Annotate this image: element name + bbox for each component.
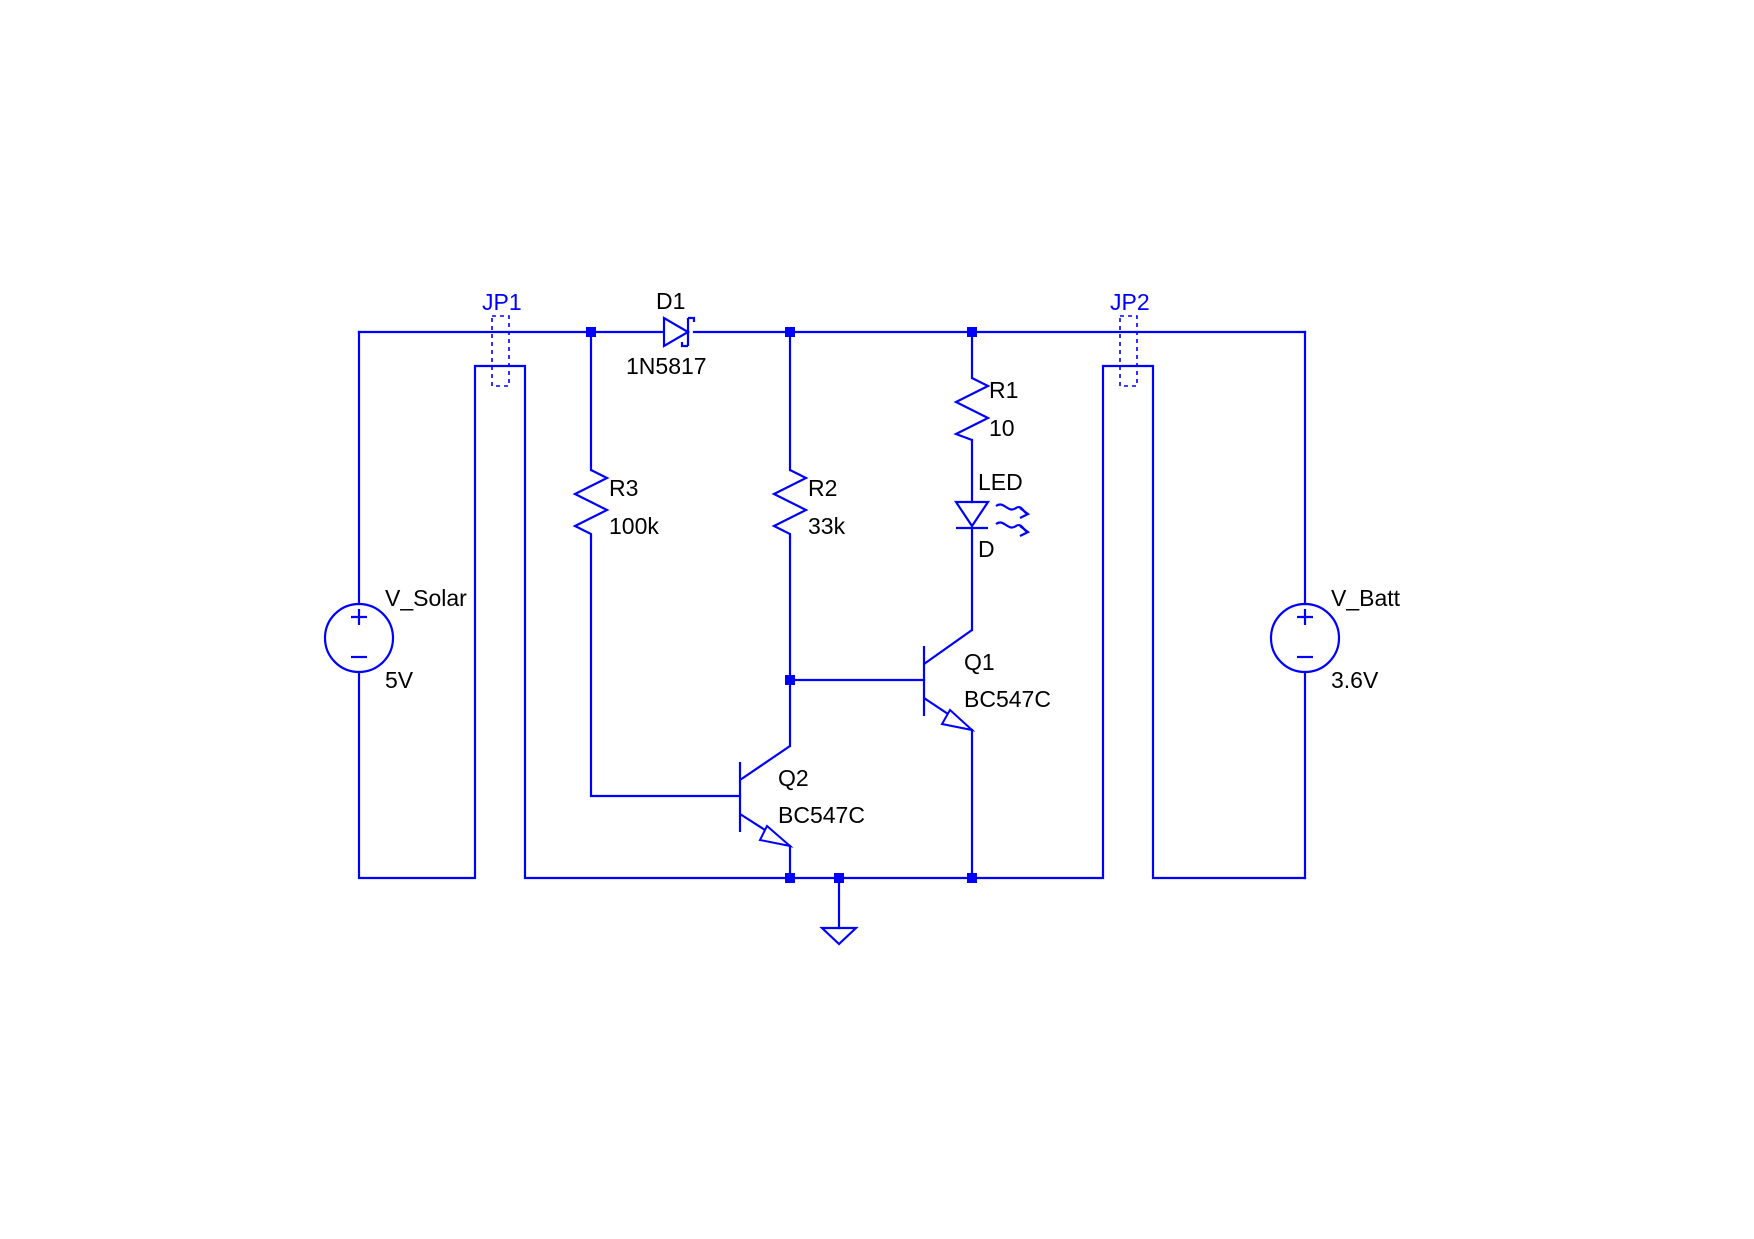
- jp2-jumper: [1119, 315, 1138, 387]
- junction-r1-top: [967, 327, 977, 337]
- junctions: [586, 327, 977, 883]
- led-triangle: [953, 500, 991, 528]
- junction-r2-top: [785, 327, 795, 337]
- r2-value: 33k: [808, 513, 846, 539]
- jp2-label: JP2: [1110, 289, 1150, 315]
- r3-value: 100k: [609, 513, 659, 539]
- d1-diode: [660, 316, 696, 348]
- v-batt-source: [1269, 602, 1341, 674]
- d1-bar: [680, 316, 696, 348]
- junction-q1-emitter: [967, 873, 977, 883]
- v-batt-plus: [1297, 609, 1313, 625]
- q2-collector: [739, 745, 791, 781]
- v-solar-plus: [351, 609, 367, 625]
- q1-emitter-arrow: [940, 708, 976, 732]
- jp1-label: JP1: [482, 289, 522, 315]
- ground-icon: [819, 926, 859, 946]
- v-solar-circle: [323, 602, 395, 674]
- led-emission-arrow-1-head: [1019, 507, 1031, 519]
- q1-collector: [923, 629, 973, 665]
- r3-name: R3: [609, 475, 638, 501]
- junction-ground: [834, 873, 844, 883]
- junction-r3-top: [586, 327, 596, 337]
- junction-q1-base: [785, 675, 795, 685]
- q2-transistor: [738, 745, 794, 848]
- q1-value: BC547C: [964, 686, 1051, 712]
- d1-value: 1N5817: [626, 353, 707, 379]
- q1-name: Q1: [964, 649, 995, 675]
- led-emission-arrow-2-head: [1019, 525, 1031, 537]
- d1-triangle: [662, 316, 691, 348]
- v-batt-value: 3.6V: [1331, 667, 1379, 693]
- v-solar-value: 5V: [385, 667, 414, 693]
- wire-vsolar-bottom: [357, 364, 1307, 880]
- r1-name: R1: [989, 377, 1018, 403]
- led-name: LED: [978, 469, 1023, 495]
- q2-emitter-arrow: [758, 824, 794, 848]
- junction-q2-emitter: [785, 873, 795, 883]
- led-diode: [953, 500, 1031, 537]
- r1-value: 10: [989, 415, 1015, 441]
- r2-resistor: [771, 469, 809, 538]
- r1-resistor: [953, 377, 991, 442]
- r2-name: R2: [808, 475, 837, 501]
- v-batt-circle: [1269, 602, 1341, 674]
- led-value: D: [978, 536, 995, 562]
- d1-name: D1: [656, 288, 685, 314]
- wires: [357, 330, 1307, 930]
- v-solar-source: [323, 602, 395, 674]
- q1-transistor: [922, 629, 976, 732]
- wire-r3-bottom: [589, 536, 742, 798]
- q2-value: BC547C: [778, 802, 865, 828]
- r3-resistor: [572, 469, 610, 538]
- q2-name: Q2: [778, 765, 809, 791]
- v-solar-name: V_Solar: [385, 585, 467, 611]
- jp1-jumper: [491, 315, 510, 387]
- v-batt-name: V_Batt: [1331, 585, 1401, 611]
